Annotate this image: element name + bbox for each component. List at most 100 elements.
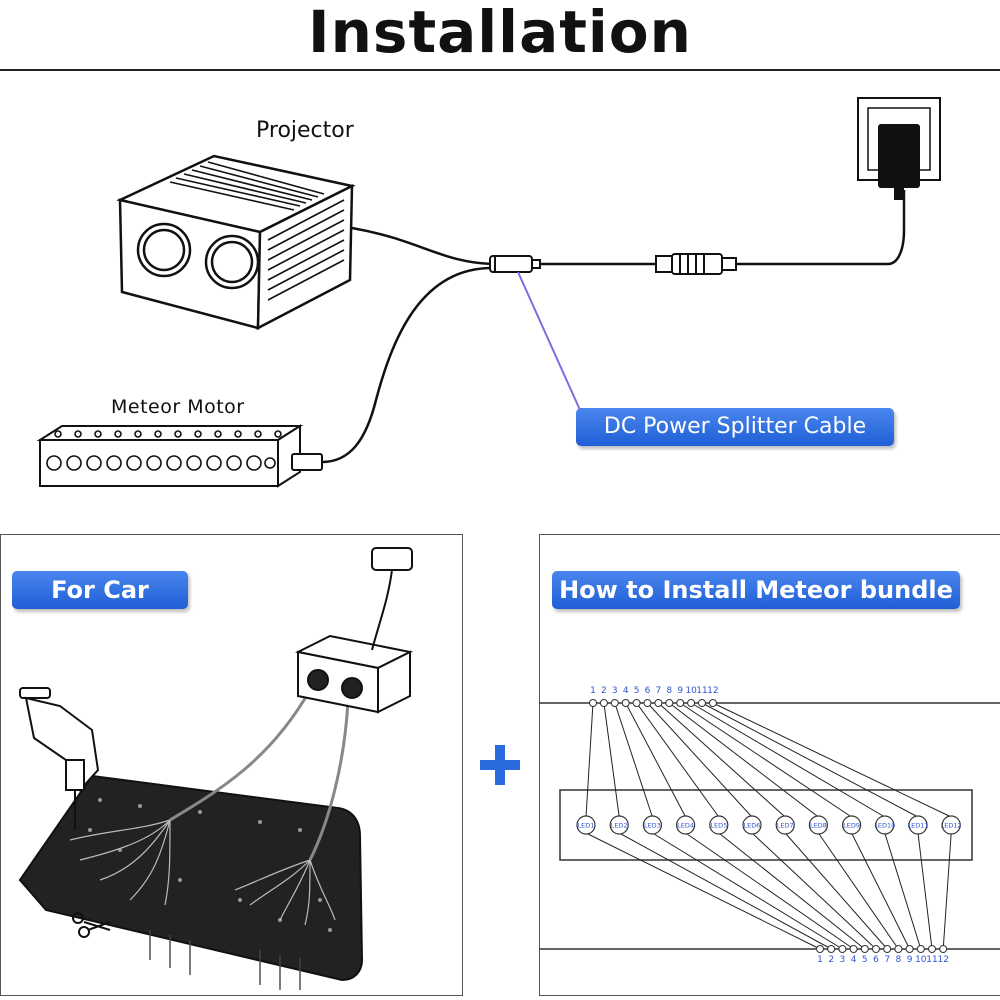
bottom-pin <box>928 945 936 953</box>
bottom-pin <box>894 945 903 953</box>
bottom-pin-number: 4 <box>851 955 857 965</box>
led-label: LED5 <box>710 822 727 830</box>
wire-bottom-9 <box>851 832 911 950</box>
led-label: LED3 <box>644 822 661 830</box>
power-wiring-diagram <box>36 97 941 488</box>
top-pin-number: 11 <box>696 686 707 696</box>
bottom-pin-number: 12 <box>937 955 948 965</box>
projector-label: Projector <box>256 118 354 143</box>
bottom-pin-number: 9 <box>907 955 913 965</box>
bottom-pin <box>827 945 836 953</box>
led-label: LED12 <box>941 822 962 830</box>
led-label: LED8 <box>810 822 827 830</box>
wire-top-2 <box>603 702 620 818</box>
bottom-pin-number: 6 <box>873 955 879 965</box>
top-pin <box>676 699 685 707</box>
wire-bottom-8 <box>817 832 899 950</box>
meteor-bundle-panel <box>539 534 1000 996</box>
wire-bottom-7 <box>784 832 888 950</box>
led-label: LED1 <box>578 822 595 830</box>
wire-bottom-5 <box>718 832 866 950</box>
led-label: LED11 <box>907 822 928 830</box>
bottom-pin-number: 8 <box>896 955 902 965</box>
wire-top-6 <box>647 702 753 818</box>
bottom-pin <box>939 945 948 953</box>
top-pin <box>698 699 706 707</box>
wire-top-1 <box>585 702 594 818</box>
top-pin-number: 6 <box>645 686 651 696</box>
led-label: LED10 <box>874 822 895 830</box>
led-node <box>908 815 928 835</box>
wire-top-9 <box>679 702 852 818</box>
wire-bottom-4 <box>685 832 854 950</box>
top-pin <box>654 699 663 707</box>
led-node <box>808 815 829 835</box>
top-pin <box>589 699 597 707</box>
for-car-label: For Car <box>12 571 188 609</box>
drill-icon <box>19 687 100 830</box>
bottom-pin <box>905 945 914 953</box>
led-label: LED6 <box>744 822 761 830</box>
wire-bottom-6 <box>751 832 877 950</box>
bottom-pin-number: 7 <box>884 955 890 965</box>
top-pin-number: 1 <box>590 686 596 696</box>
bottom-pin <box>872 945 880 953</box>
wire-top-8 <box>668 702 819 818</box>
led-label: LED2 <box>611 822 628 830</box>
led-node <box>875 815 895 835</box>
meteor-motor-label: Meteor Motor <box>111 396 245 418</box>
bottom-pin-number: 1 <box>817 955 823 965</box>
led-label: LED4 <box>677 822 694 830</box>
led-node <box>642 815 663 835</box>
wire-bottom-10 <box>884 832 922 950</box>
led-node <box>775 815 795 835</box>
wire-top-10 <box>690 702 886 818</box>
wire-top-5 <box>636 702 720 818</box>
led-label: LED9 <box>843 822 860 830</box>
top-pin-number: 10 <box>685 686 697 696</box>
car-install-illustration <box>18 547 414 990</box>
top-pin-number: 9 <box>677 686 683 696</box>
bottom-pin-number: 11 <box>926 955 937 965</box>
splitter-cable-label: DC Power Splitter Cable <box>576 408 894 446</box>
led-node <box>841 815 862 835</box>
dc-splitter-icon <box>489 255 541 273</box>
top-pin-number: 7 <box>656 686 662 696</box>
bottom-pin <box>916 945 925 953</box>
led-node <box>709 815 729 835</box>
led-node <box>742 815 762 835</box>
top-pin-number: 2 <box>601 686 607 696</box>
wire-top-12 <box>712 702 952 818</box>
wire-bottom-1 <box>585 832 821 950</box>
top-pin-number: 12 <box>707 686 718 696</box>
bottom-pin-number: 10 <box>915 955 927 965</box>
led-node <box>609 815 629 835</box>
bottom-pin <box>883 945 892 953</box>
top-pin <box>621 699 630 707</box>
meteor-motor-icon <box>36 424 323 488</box>
projector-icon <box>116 154 356 331</box>
led-node <box>675 815 696 835</box>
wire-bottom-12 <box>942 832 952 950</box>
top-pin <box>708 699 717 707</box>
bottom-pin-number: 5 <box>862 955 868 965</box>
top-pin <box>687 699 696 707</box>
wire-bottom-2 <box>618 832 832 950</box>
top-pin <box>665 699 674 707</box>
wire-bottom-11 <box>917 832 933 950</box>
wire-top-7 <box>658 702 786 818</box>
led-node <box>576 815 596 835</box>
page-title: Installation <box>308 0 692 66</box>
title-divider <box>0 69 1000 71</box>
dc-jack-icon <box>655 253 737 275</box>
bottom-pin-number: 2 <box>828 955 834 965</box>
top-pin-number: 5 <box>634 686 640 696</box>
led-label: LED7 <box>777 822 794 830</box>
wire-top-3 <box>614 702 653 818</box>
bottom-pin <box>838 945 847 953</box>
bottom-pin <box>816 945 824 953</box>
bottom-pin-number: 3 <box>840 955 846 965</box>
meteor-bundle-label: How to Install Meteor bundle <box>552 571 960 609</box>
